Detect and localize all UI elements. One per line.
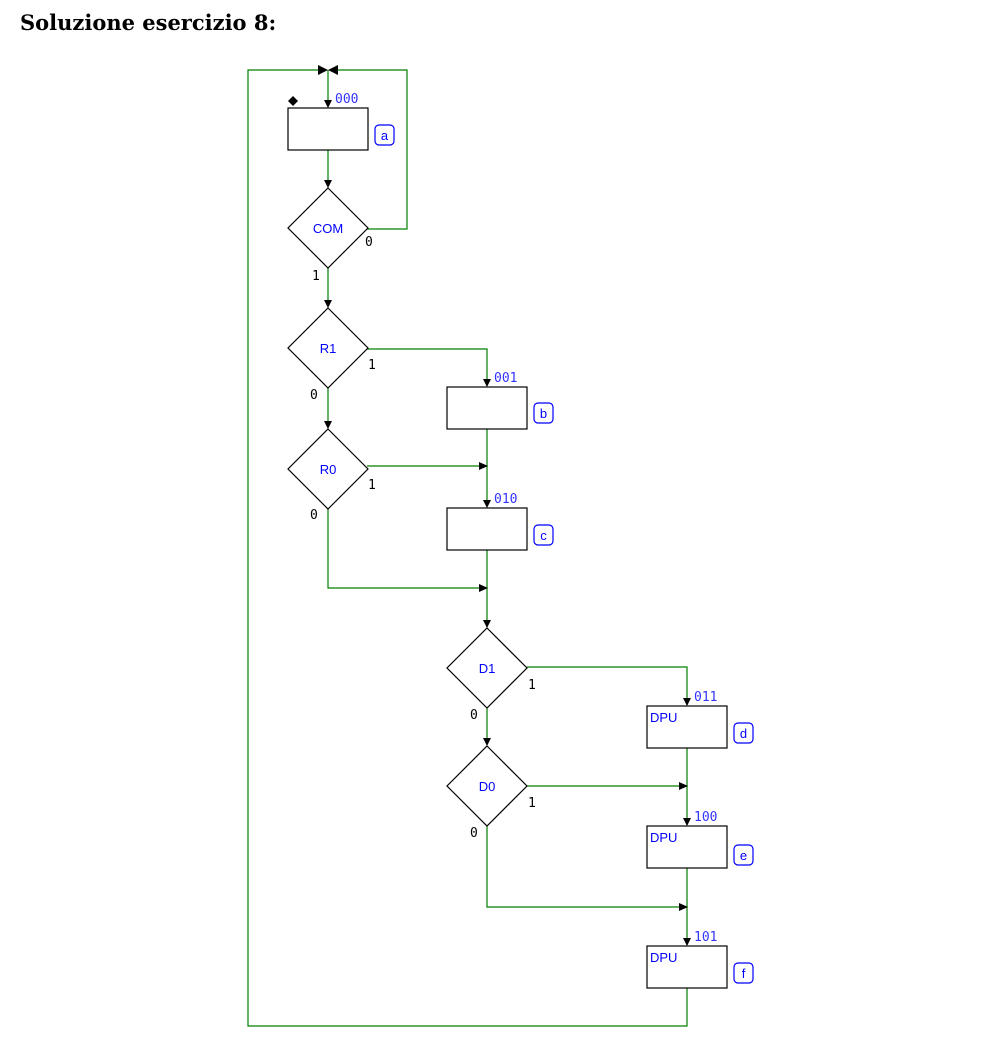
state-code: 010 [494, 492, 517, 507]
decision-com[interactable]: COM 0 1 [287, 187, 373, 284]
condition-label: R0 [320, 462, 337, 477]
decision-r1[interactable]: R1 1 0 [287, 307, 376, 403]
branch-one-label: 1 [528, 796, 536, 811]
state-tag: a [381, 128, 389, 143]
state-tag: b [540, 406, 547, 421]
state-output: DPU [650, 710, 677, 725]
state-code: 101 [694, 930, 717, 945]
state-code: 001 [494, 371, 517, 386]
arrowheads [318, 65, 691, 946]
state-tag: c [540, 528, 547, 543]
branch-zero-label: 0 [310, 388, 318, 403]
branch-one-label: 1 [368, 478, 376, 493]
state-output: DPU [650, 830, 677, 845]
branch-one-label: 1 [312, 269, 320, 284]
state-output: DPU [650, 950, 677, 965]
state-code: 100 [694, 810, 717, 825]
decision-d0[interactable]: D0 1 0 [446, 745, 536, 841]
condition-label: D1 [479, 661, 496, 676]
page-title: Soluzione esercizio 8: [20, 10, 277, 35]
branch-one-label: 1 [368, 358, 376, 373]
state-tag: e [740, 848, 747, 863]
state-d[interactable]: DPU 011 d [646, 690, 754, 749]
initial-state-marker [288, 96, 298, 106]
condition-label: COM [313, 221, 343, 236]
state-a[interactable]: 000 a [287, 92, 395, 151]
branch-zero-label: 0 [470, 826, 478, 841]
state-tag: f [742, 966, 746, 981]
branch-zero-label: 0 [470, 708, 478, 723]
branch-zero-label: 0 [365, 235, 373, 250]
branch-one-label: 1 [528, 678, 536, 693]
state-f[interactable]: DPU 101 f [646, 930, 754, 989]
condition-label: R1 [320, 341, 337, 356]
state-code: 000 [335, 92, 358, 107]
state-e[interactable]: DPU 100 e [646, 810, 754, 869]
state-code: 011 [694, 690, 717, 705]
connection-wires [247, 69, 688, 1027]
decision-r0[interactable]: R0 1 0 [287, 428, 376, 523]
state-tag: d [740, 726, 747, 741]
condition-label: D0 [479, 779, 496, 794]
branch-zero-label: 0 [310, 508, 318, 523]
state-c[interactable]: 010 c [446, 492, 554, 551]
state-b[interactable]: 001 b [446, 371, 554, 430]
decision-d1[interactable]: D1 1 0 [446, 627, 536, 723]
